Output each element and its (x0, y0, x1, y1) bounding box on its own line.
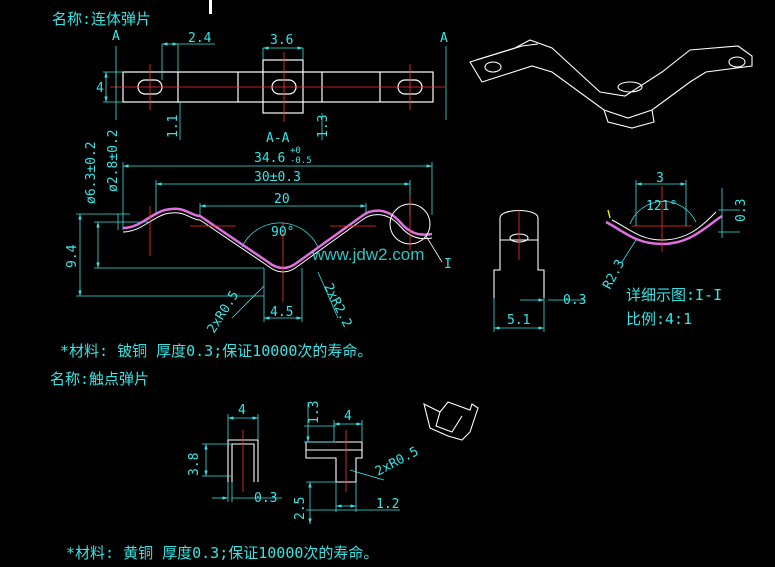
dim-2xr2-2: 2xR2.2 (320, 281, 354, 330)
header-marker (209, 0, 212, 14)
top-view-centerlines (110, 52, 445, 122)
detail-dimensions (621, 180, 740, 263)
top-view-dimensions (103, 42, 447, 140)
dim-p2-2-5: 2.5 (293, 497, 308, 520)
detail-cut-mark (607, 209, 611, 219)
dim-p2-4: 4 (238, 403, 246, 418)
profile-dimensions (76, 162, 433, 322)
dim-3-6: 3.6 (270, 33, 293, 48)
dim-p2-0-3: 0.3 (254, 491, 277, 506)
dim-p2-1-2: 1.2 (376, 497, 399, 512)
dim-dia-2-8: ø2.8±0.2 (106, 129, 121, 192)
detail-i-callout: I (444, 257, 452, 272)
profile-centerlines (149, 196, 411, 302)
part2-title: 名称:触点弹片 (50, 370, 149, 388)
part1-title: 名称:连体弹片 (52, 10, 151, 28)
dim-4-5: 4.5 (270, 305, 293, 320)
part1-material-note: *材料: 铍铜 厚度0.3;保证10000次的寿命。 (60, 342, 372, 360)
dim-angle-90: 90° (271, 225, 294, 240)
dim-detail-r2-3: R2.3 (600, 257, 628, 292)
dim-dia-6-3: ø6.3±0.2 (84, 141, 99, 204)
part2-side-view (305, 441, 363, 483)
dim-p2-1-3: 1.3 (307, 401, 322, 424)
dim-p2-2xr0-5: 2xR0.5 (373, 444, 422, 479)
dim-detail-121: 121° (646, 199, 677, 214)
dim-p2-4-b: 4 (344, 409, 352, 424)
detail-centerlines (632, 186, 692, 252)
part2-side-dimensions (304, 402, 400, 524)
dim-2xr0-5: 2xR0.5 (205, 288, 243, 336)
dim-p2-3-8: 3.8 (187, 453, 202, 476)
dim-side-0-3: 0.3 (563, 293, 586, 308)
dim-1-3: 1.3 (316, 115, 331, 138)
watermark: www.jdw2.com (311, 245, 424, 264)
section-a-right-label: A (440, 31, 448, 46)
isometric-view-part1 (469, 39, 753, 129)
detail-scale: 比例:4:1 (626, 310, 692, 328)
isometric-view-part2 (423, 401, 479, 441)
dim-detail-3: 3 (656, 171, 664, 186)
dim-detail-0-3: 0.3 (734, 199, 749, 222)
dim-30: 30±0.3 (254, 170, 301, 185)
top-view (122, 59, 434, 114)
detail-label: 详细示图:I-I (626, 286, 722, 304)
dim-side-5-1: 5.1 (507, 313, 530, 328)
section-label-aa: A-A (266, 131, 290, 146)
dim-2-4: 2.4 (188, 31, 212, 46)
dim-9-4: 9.4 (65, 244, 80, 268)
side-view-dimensions (493, 298, 585, 332)
dim-34-6: 34.6 (254, 151, 285, 166)
detail-i-view (605, 211, 723, 246)
dim-34-6-upper-tol: +0 (290, 146, 301, 156)
dim-20: 20 (274, 192, 290, 207)
dim-1-1: 1.1 (166, 115, 181, 138)
dim-4-height: 4 (96, 81, 104, 96)
section-a-left-label: A (112, 29, 120, 44)
part2-front-dimensions (202, 414, 282, 502)
part2-material-note: *材料: 黄铜 厚度0.3;保证10000次的寿命。 (66, 544, 378, 562)
dim-34-6-lower-tol: -0.5 (290, 156, 312, 166)
